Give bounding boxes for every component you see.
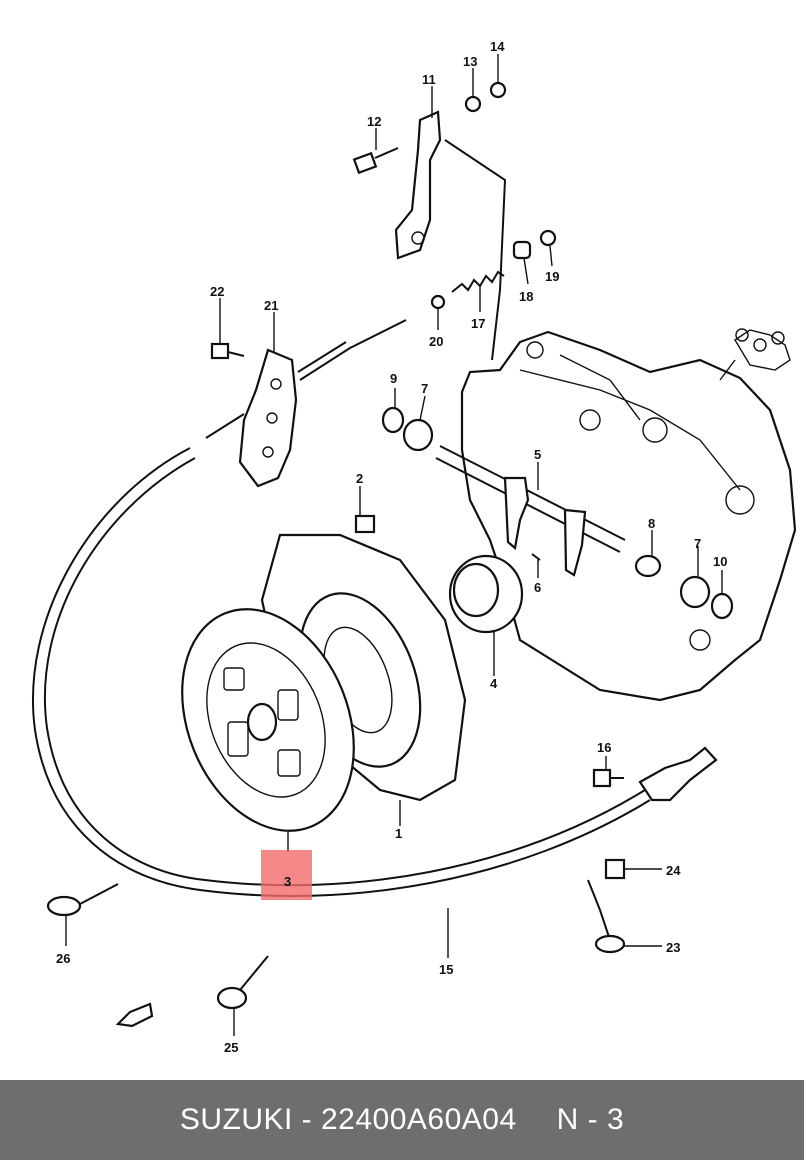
small-parts-18-19-20 (430, 229, 557, 310)
callout-11: 11 (422, 72, 436, 87)
callout-13: 13 (463, 54, 477, 69)
callout-3: 3 (284, 874, 291, 889)
callout-1: 1 (395, 826, 402, 841)
callout-16: 16 (597, 740, 611, 755)
bolt-22 (210, 342, 245, 360)
callout-26: 26 (56, 951, 70, 966)
leader-lines (65, 54, 723, 1036)
part-number-footer: SUZUKI - 22400A60A04 N - 3 (0, 1080, 804, 1160)
callout-23: 23 (666, 940, 680, 955)
callout-21: 21 (264, 298, 278, 313)
exploded-parts-diagram: 1 2 3 4 5 6 7 7 8 9 10 11 12 13 14 15 16… (31, 39, 797, 1055)
spring-17 (451, 270, 505, 293)
callout-18: 18 (519, 289, 533, 304)
callout-24: 24 (666, 863, 681, 878)
callout-14: 14 (490, 39, 505, 54)
callout-19: 19 (545, 269, 559, 284)
reference-label: N - 3 (556, 1103, 625, 1136)
release-bracket (394, 110, 507, 361)
callout-20: 20 (429, 334, 443, 349)
part-label: SUZUKI - 22400A60A04 (179, 1103, 517, 1136)
callout-17: 17 (471, 316, 485, 331)
clip-26 (46, 883, 119, 917)
callout-25: 25 (224, 1040, 238, 1055)
nuts-13-14 (464, 81, 507, 113)
callout-12: 12 (367, 114, 381, 129)
front-arrow-icon (115, 1002, 154, 1028)
bolt-24 (604, 858, 626, 880)
bolt-2 (354, 514, 376, 534)
bolt-12 (352, 147, 399, 175)
bushing-7-9 (381, 406, 434, 452)
callout-9: 9 (390, 371, 397, 386)
callout-4: 4 (490, 676, 498, 691)
clutch-disc (181, 608, 355, 832)
callout-numbers: 1 2 3 4 5 6 7 7 8 9 10 11 12 13 14 15 16… (56, 39, 727, 1055)
callout-2: 2 (356, 471, 363, 486)
callout-15: 15 (439, 962, 453, 977)
callout-22: 22 (210, 284, 224, 299)
callout-7b: 7 (694, 536, 701, 551)
cable-bracket (205, 319, 407, 488)
callout-8: 8 (648, 516, 655, 531)
callout-5: 5 (534, 447, 541, 462)
bolt-16 (592, 768, 624, 788)
clutch-cable (31, 447, 718, 897)
callout-7a: 7 (421, 381, 428, 396)
release-bearing (448, 554, 524, 634)
callout-10: 10 (713, 554, 727, 569)
clip-23 (587, 879, 626, 954)
callout-6: 6 (534, 580, 541, 595)
highlight-box (261, 850, 312, 900)
release-shaft (435, 445, 626, 577)
clip-25 (216, 955, 269, 1010)
